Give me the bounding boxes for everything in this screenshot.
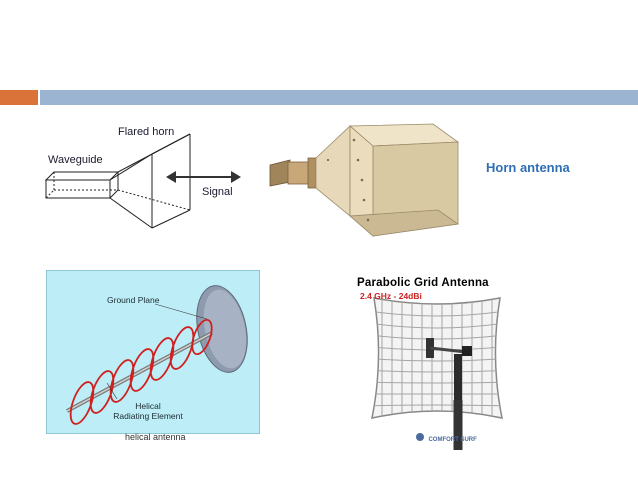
parabolic-title: Parabolic Grid Antenna (357, 277, 489, 289)
helical-antenna-caption: helical antenna (125, 432, 186, 442)
header-bar (40, 90, 638, 105)
brand-name: COMFORT SURF (428, 437, 477, 443)
parabolic-subtitle: 2.4 GHz - 24dBi (360, 291, 422, 301)
helical-element-label-line2: Radiating Element (113, 411, 183, 421)
header-accent-bar (0, 90, 38, 105)
helical-antenna-diagram: Ground Plane Helical Radiating Element h… (46, 270, 260, 442)
brand-logo: COMFORT SURF (416, 428, 477, 446)
waveguide-label: Waveguide (48, 154, 103, 166)
horn-diagram-drawing (44, 133, 241, 229)
parabolic-grid-drawing (371, 297, 503, 450)
horn-antenna-illustration (269, 123, 460, 237)
helical-element-label: Helical Radiating Element (111, 401, 185, 421)
horn-antenna-title: Horn antenna (486, 160, 570, 175)
flared-horn-label: Flared horn (118, 126, 175, 138)
globe-icon (416, 432, 424, 441)
ground-plane-label: Ground Plane (107, 295, 160, 305)
signal-label: Signal (202, 186, 233, 198)
helical-antenna-drawing (66, 285, 248, 425)
helical-element-label-line1: Helical (135, 401, 161, 411)
